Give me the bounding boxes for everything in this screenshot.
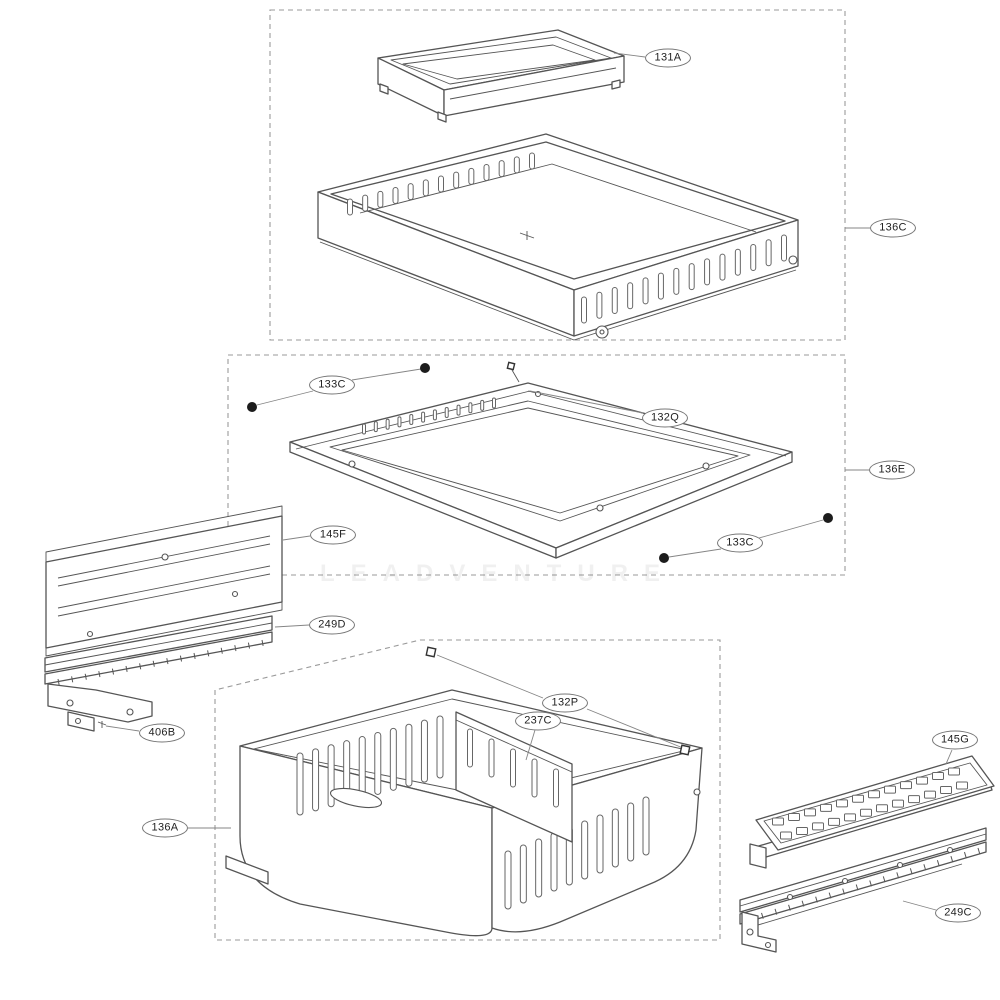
callout-136c: 136C — [870, 218, 916, 238]
part-rail-panel-145f — [45, 505, 283, 657]
callout-406b: 406B — [139, 723, 185, 743]
watermark: LEADVENTURE — [320, 560, 677, 587]
screw-133c — [420, 363, 430, 373]
clip-132p — [679, 744, 691, 756]
screw-133c — [659, 553, 669, 563]
part-slide-rail-249d — [44, 615, 273, 723]
callout-136e: 136E — [869, 460, 915, 480]
callout-237c: 237C — [515, 711, 561, 731]
screw-133c — [247, 402, 257, 412]
callout-249d: 249D — [309, 615, 355, 635]
part-rail-assembly-249c — [739, 827, 987, 953]
callout-136a: 136A — [142, 818, 188, 838]
callout-249c: 249C — [935, 903, 981, 923]
part-grille-cover-145g — [749, 755, 995, 869]
screw-133c — [823, 513, 833, 523]
part-bracket-406b — [67, 711, 107, 732]
callout-133c-top: 133C — [309, 375, 355, 395]
callout-145f: 145F — [310, 525, 356, 545]
part-drawer-basket-136c — [317, 133, 799, 341]
callout-132p: 132P — [542, 693, 588, 713]
leader-lines — [105, 52, 953, 911]
callout-133c-bottom: 133C — [717, 533, 763, 553]
callout-145g: 145G — [932, 730, 978, 750]
fastener-markers — [247, 363, 833, 756]
callout-132q: 132Q — [642, 408, 688, 428]
part-divider-237c — [455, 711, 573, 843]
assembly-boxes — [214, 9, 846, 941]
part-shelf-frame-132q — [289, 361, 793, 559]
callout-131a: 131A — [645, 48, 691, 68]
part-tray-131a — [377, 29, 625, 123]
clip-132p — [425, 646, 437, 658]
